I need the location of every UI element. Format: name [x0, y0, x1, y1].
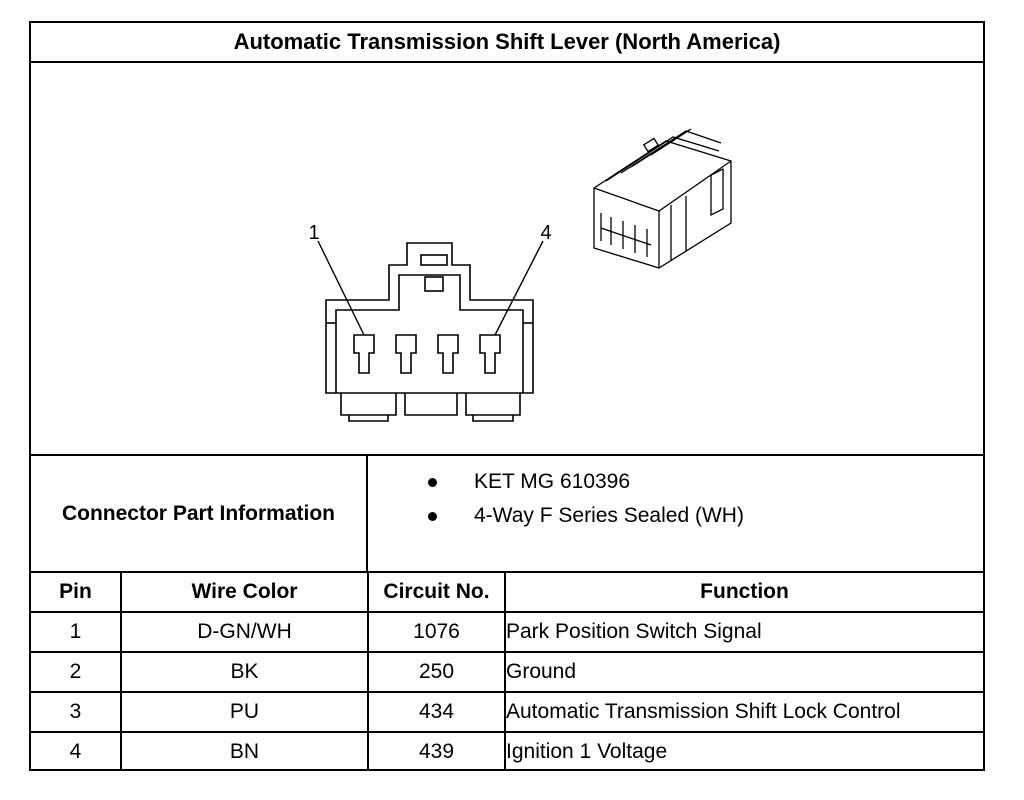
connector-info-item: KET MG 610396	[428, 467, 630, 497]
sheet-title: Automatic Transmission Shift Lever (Nort…	[31, 23, 983, 63]
connector-info-label: Connector Part Information	[31, 456, 368, 571]
pin-header: Pin	[31, 573, 122, 613]
table-row: 1 D-GN/WH 1076 Park Position Switch Sign…	[31, 611, 983, 653]
part-number: KET MG 610396	[474, 470, 631, 493]
connector-part-info: Connector Part Information KET MG 610396…	[31, 456, 983, 573]
connector-info-item: 4-Way F Series Sealed (WH)	[428, 501, 744, 531]
connector-sheet: Automatic Transmission Shift Lever (Nort…	[29, 21, 985, 771]
pinout-table: Pin Wire Color Circuit No. Function 1 D-…	[31, 573, 983, 771]
table-row: 4 BN 439 Ignition 1 Voltage	[31, 731, 983, 771]
pin-1-callout: 1	[308, 222, 319, 244]
wire-color-cell: BN	[120, 731, 369, 771]
table-row: 2 BK 250 Ground	[31, 651, 983, 693]
function-cell: Ignition 1 Voltage	[504, 731, 983, 771]
circuit-header: Circuit No.	[367, 573, 506, 613]
connector-description: 4-Way F Series Sealed (WH)	[474, 504, 744, 527]
circuit-cell: 250	[367, 651, 506, 693]
pin-4-callout: 4	[540, 222, 551, 244]
function-header: Function	[504, 573, 983, 613]
bullet-icon	[428, 477, 437, 487]
connector-isometric-view	[593, 128, 732, 269]
wire-color-cell: BK	[120, 651, 369, 693]
connector-diagram: 1 4	[308, 128, 732, 422]
pin-cell: 2	[31, 651, 122, 693]
wire-color-cell: PU	[120, 691, 369, 733]
circuit-cell: 1076	[367, 611, 506, 653]
pin-cell: 3	[31, 691, 122, 733]
pin-cell: 4	[31, 731, 122, 771]
wire-color-cell: D-GN/WH	[120, 611, 369, 653]
connector-figure: 1 4	[31, 63, 983, 456]
circuit-cell: 434	[367, 691, 506, 733]
connector-face-view	[317, 240, 544, 422]
connector-info-list: KET MG 610396 4-Way F Series Sealed (WH)	[368, 456, 983, 571]
pin-cell: 1	[31, 611, 122, 653]
function-cell: Ground	[504, 651, 983, 693]
wire-color-header: Wire Color	[120, 573, 369, 613]
function-cell: Park Position Switch Signal	[504, 611, 983, 653]
pin-terminals	[353, 334, 501, 374]
circuit-cell: 439	[367, 731, 506, 771]
table-row: 3 PU 434 Automatic Transmission Shift Lo…	[31, 691, 983, 733]
function-cell: Automatic Transmission Shift Lock Contro…	[504, 691, 983, 733]
table-header-row: Pin Wire Color Circuit No. Function	[31, 573, 983, 613]
bullet-icon	[428, 511, 437, 521]
